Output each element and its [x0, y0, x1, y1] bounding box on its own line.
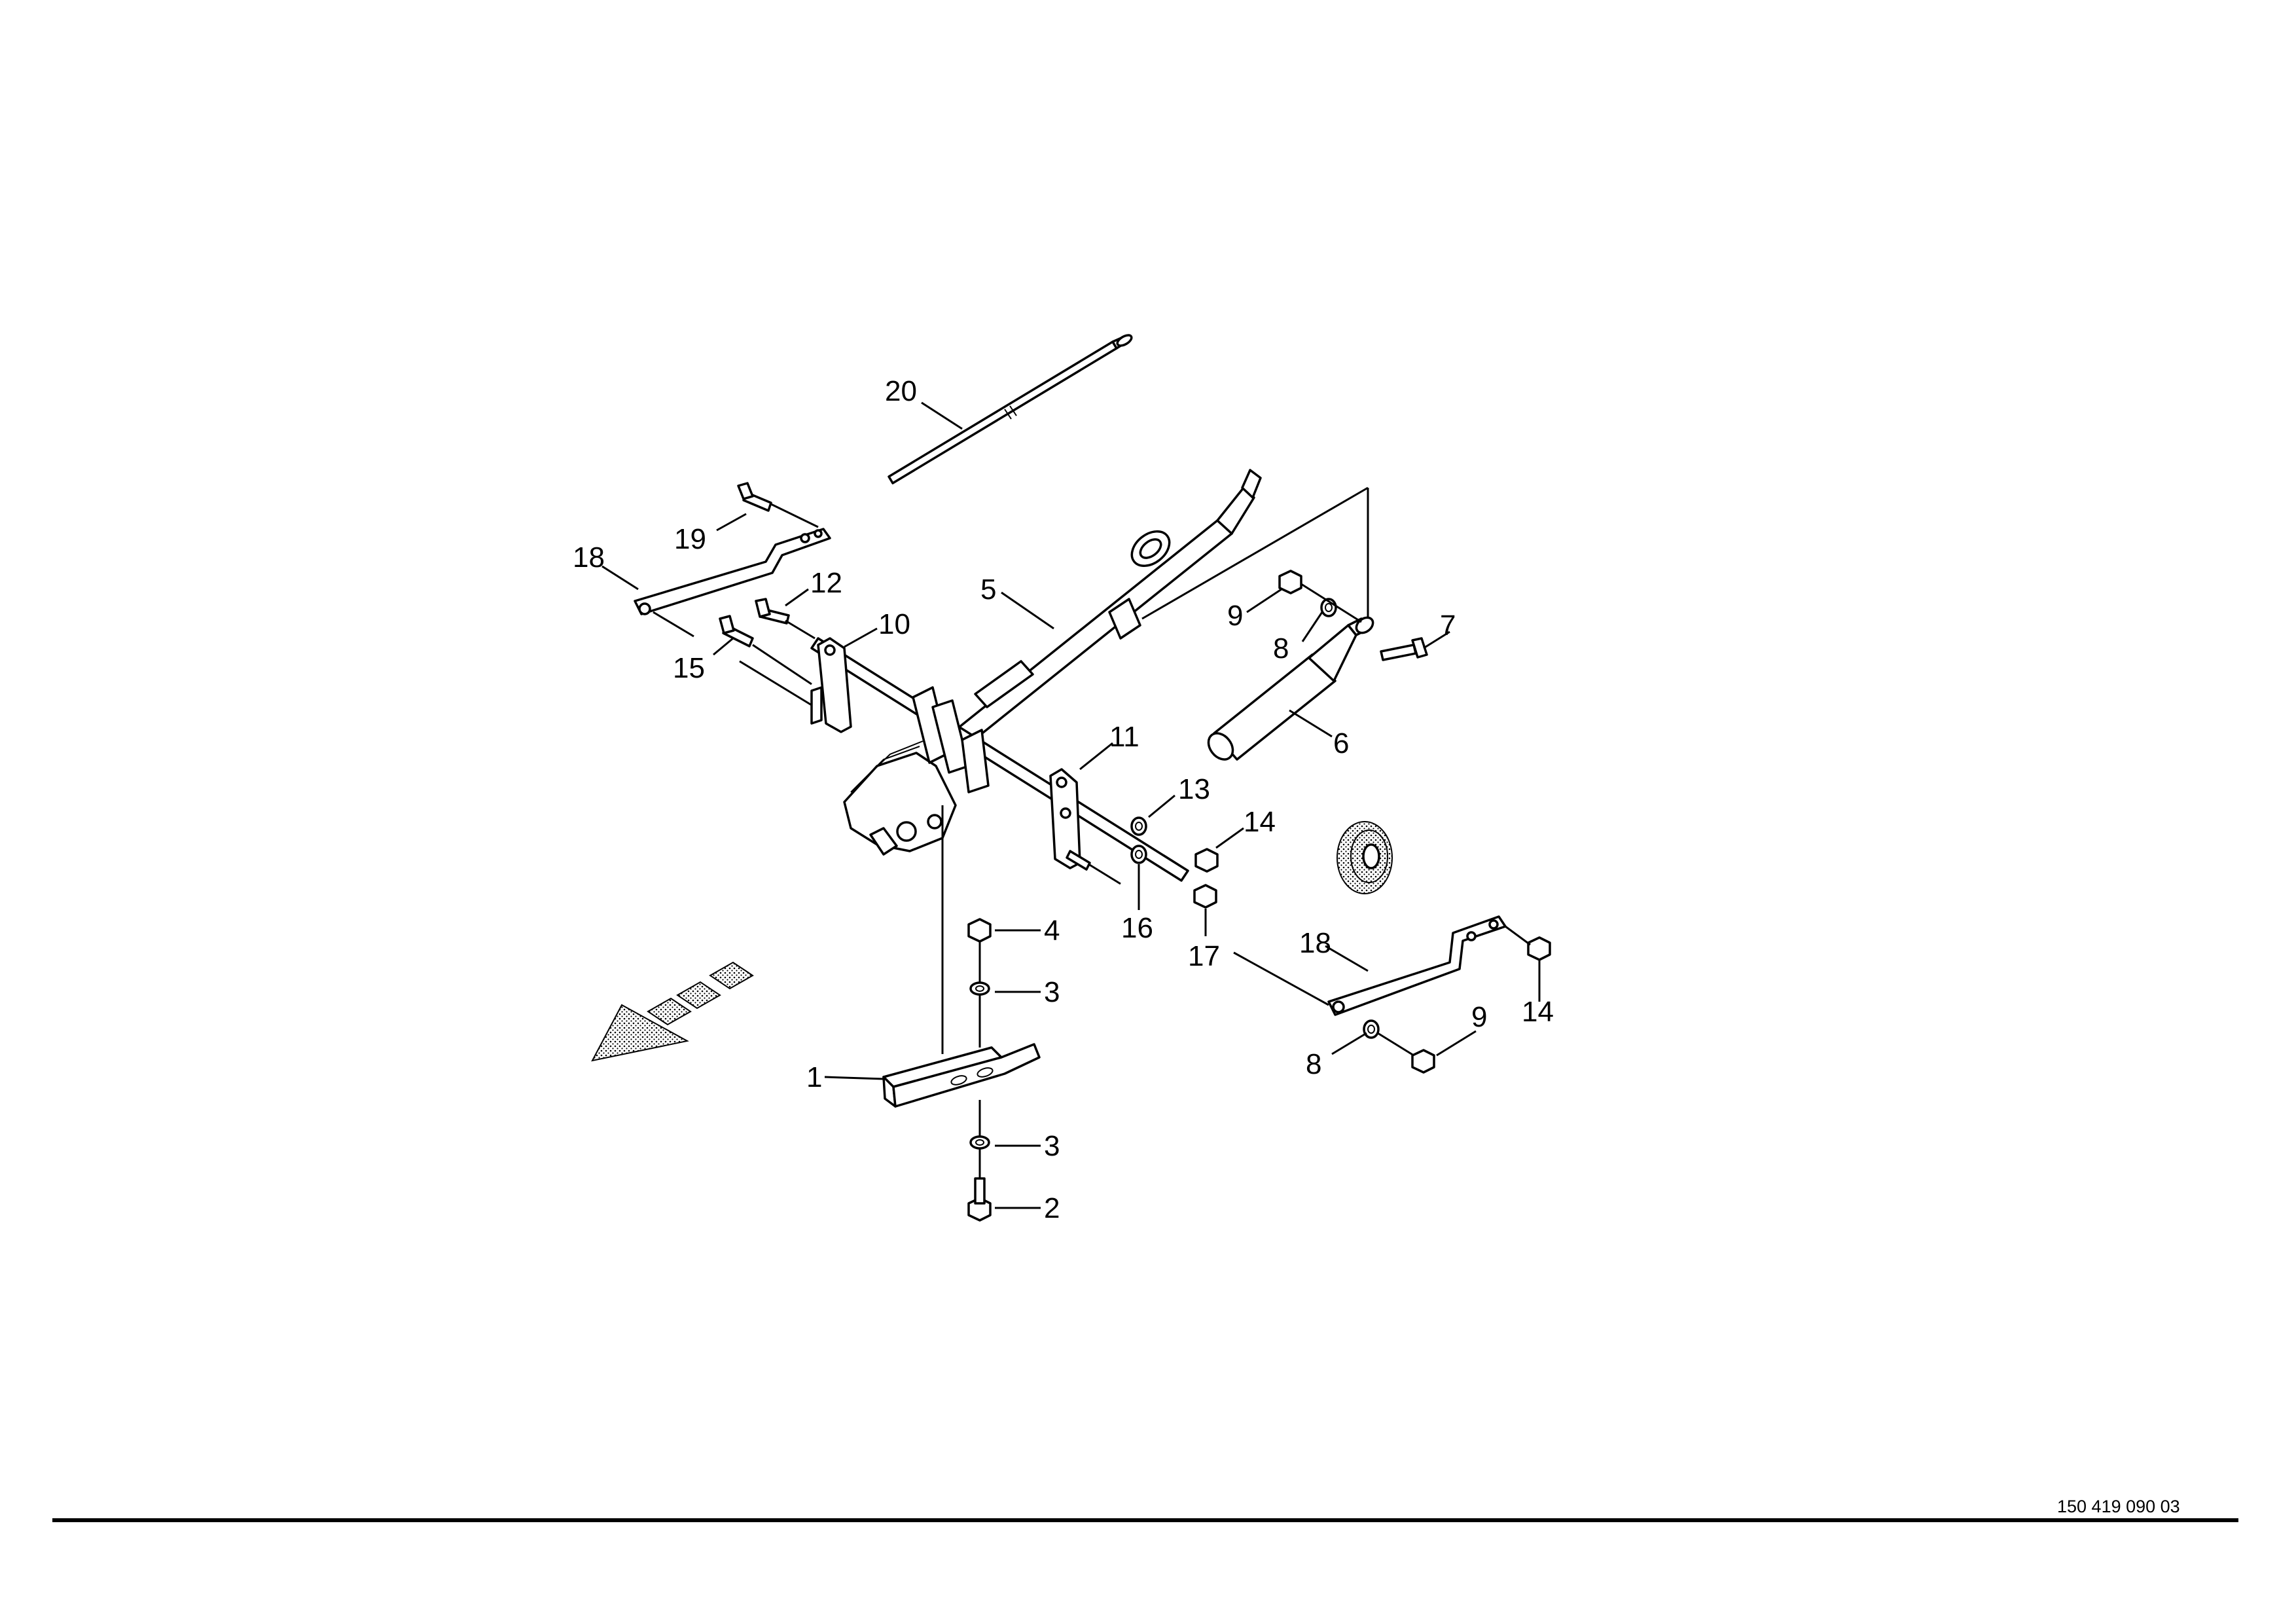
callout-14-bottom: 14 [1522, 996, 1554, 1028]
pedal-part [882, 1043, 1041, 1108]
callout-4: 4 [1044, 915, 1060, 947]
callout-9-top: 9 [1227, 600, 1243, 632]
callout-labels: 20 19 18 12 10 15 5 9 8 7 6 11 13 14 16 … [573, 375, 1554, 1224]
callout-2: 2 [1044, 1192, 1060, 1224]
gas-spring-part [1207, 616, 1374, 761]
hardware-group-pedal [967, 918, 992, 1222]
callout-18-left: 18 [573, 541, 605, 574]
callout-1: 1 [806, 1061, 822, 1093]
bracket-part-10 [810, 637, 852, 733]
callout-3-bottom: 3 [1044, 1130, 1060, 1162]
hardware-group-top [1130, 570, 1337, 909]
bracket-part-11 [1049, 768, 1091, 871]
bolt-part-19 [737, 482, 772, 512]
callout-7: 7 [1440, 610, 1456, 642]
callout-18-right: 18 [1299, 927, 1331, 959]
callout-19: 19 [674, 523, 706, 555]
callout-5: 5 [980, 574, 996, 606]
direction-arrow-icon [591, 961, 754, 1062]
callout-12: 12 [810, 567, 842, 599]
callout-8-top: 8 [1273, 632, 1289, 665]
callout-9-bottom: 9 [1471, 1001, 1487, 1033]
callout-17: 17 [1188, 940, 1220, 972]
callout-15: 15 [673, 652, 705, 684]
arm-part-18-left [634, 528, 831, 615]
wheel-icon [1336, 821, 1393, 894]
callout-10: 10 [878, 608, 910, 640]
rod-part [888, 334, 1133, 484]
leader-lines [601, 401, 1541, 1209]
callout-8-bottom: 8 [1306, 1048, 1321, 1080]
callout-13: 13 [1178, 773, 1210, 805]
handle-part [954, 469, 1262, 744]
arm-part-18-right [1327, 915, 1507, 1016]
document-number: 150 419 090 03 [2057, 1497, 2180, 1516]
assembly-lines [653, 486, 1531, 1178]
callout-11: 11 [1109, 721, 1139, 753]
callout-14-top: 14 [1244, 806, 1276, 838]
ratchet-assembly [843, 686, 990, 856]
callout-20: 20 [885, 375, 917, 407]
bolt-part-12 [755, 598, 790, 625]
hardware-group-bottom-right [1363, 936, 1551, 1074]
callout-3-top: 3 [1044, 976, 1060, 1008]
callout-6: 6 [1333, 727, 1349, 759]
bolt-part-15 [719, 615, 754, 647]
bolt-part-7 [1380, 637, 1428, 661]
callout-16: 16 [1121, 912, 1153, 944]
